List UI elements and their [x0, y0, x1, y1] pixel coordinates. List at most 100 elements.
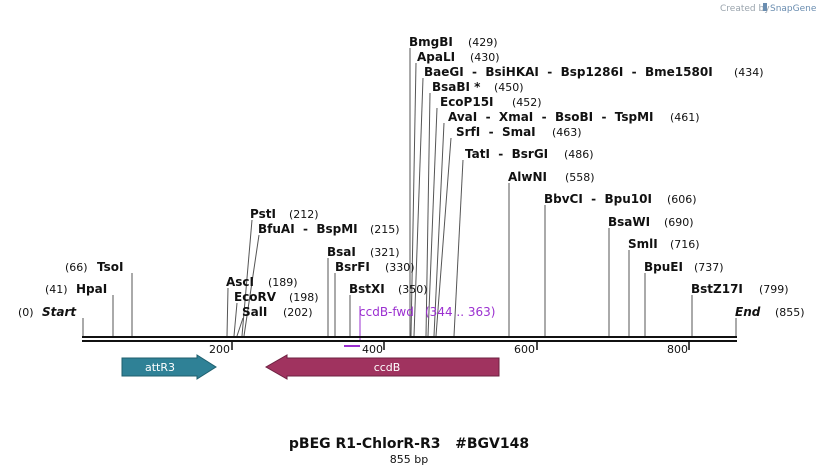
- site-name: BfuAI - BspMI: [258, 222, 358, 236]
- site-position: (202): [283, 306, 313, 319]
- restriction-site[interactable]: BbvCI - Bpu10I (606): [544, 192, 697, 206]
- site-name: AscI: [226, 275, 254, 289]
- site-name: BsaI: [327, 245, 356, 259]
- site-name: TatI - BsrGI: [465, 147, 548, 161]
- restriction-site[interactable]: BstZ17I (799): [691, 282, 789, 296]
- site-position: (737): [694, 261, 724, 274]
- site-name: EcoP15I: [440, 95, 494, 109]
- site-position: (461): [670, 111, 700, 124]
- site-name: TsoI: [97, 260, 123, 274]
- restriction-site[interactable]: PstI (212): [250, 207, 319, 221]
- site-name: EcoRV: [234, 290, 277, 304]
- site-name: BpuEI: [644, 260, 683, 274]
- snapgene-logo-icon: [763, 3, 767, 11]
- site-position: (463): [552, 126, 582, 139]
- site-name: BsaBI *: [432, 80, 481, 94]
- site-position: (799): [759, 283, 789, 296]
- site-position: (486): [564, 148, 594, 161]
- restriction-site[interactable]: (66) TsoI: [65, 260, 123, 274]
- site-position: (189): [268, 276, 298, 289]
- primer-ccdb-fwd[interactable]: ccdB-fwd (344 .. 363): [344, 305, 495, 347]
- site-position: (558): [565, 171, 595, 184]
- site-name: SmlI: [628, 237, 658, 251]
- site-position: (716): [670, 238, 700, 251]
- restriction-site[interactable]: BsrFI (330): [335, 260, 415, 274]
- site-name: BstXI: [349, 282, 385, 296]
- feature-ccdb[interactable]: ccdB: [264, 354, 500, 380]
- feature-arrow-forward: [121, 354, 217, 380]
- ruler-tick-label: 400: [362, 343, 383, 356]
- site-leaders: [82, 48, 737, 337]
- restriction-site[interactable]: SrfI - SmaI (463): [456, 125, 582, 139]
- site-name: HpaI: [76, 282, 107, 296]
- site-name: BstZ17I: [691, 282, 743, 296]
- restriction-site[interactable]: SmlI (716): [628, 237, 700, 251]
- site-name: BbvCI - Bpu10I: [544, 192, 652, 206]
- start-label: Start: [42, 305, 77, 319]
- site-name: ApaLI: [417, 50, 455, 64]
- sequence-backbone: [82, 336, 737, 342]
- restriction-site[interactable]: AvaI - XmaI - BsoBI - TspMI (461): [448, 110, 700, 124]
- site-position: (434): [734, 66, 764, 79]
- restriction-site[interactable]: BsaWI (690): [608, 215, 694, 229]
- restriction-site[interactable]: AscI (189): [226, 275, 298, 289]
- site-position: (690): [664, 216, 694, 229]
- primer-range: (344 .. 363): [425, 305, 495, 319]
- site-name: AvaI - XmaI - BsoBI - TspMI: [448, 110, 654, 124]
- restriction-site[interactable]: TatI - BsrGI (486): [465, 147, 594, 161]
- site-position: (429): [468, 36, 498, 49]
- feature-arrow-reverse: [264, 354, 500, 380]
- feature-attr3[interactable]: attR3: [121, 354, 217, 380]
- site-position: (215): [370, 223, 400, 236]
- site-name: BmgBI: [409, 35, 453, 49]
- restriction-site[interactable]: ApaLI (430): [417, 50, 500, 64]
- site-position: (350): [398, 283, 428, 296]
- site-position: (606): [667, 193, 697, 206]
- site-position: (321): [370, 246, 400, 259]
- ruler-tick-label: 600: [514, 343, 535, 356]
- restriction-site[interactable]: (41) HpaI: [45, 282, 107, 296]
- site-name: SrfI - SmaI: [456, 125, 536, 139]
- restriction-site[interactable]: BmgBI (429): [409, 35, 498, 49]
- site-position: (452): [512, 96, 542, 109]
- site-position: (330): [385, 261, 415, 274]
- site-position: (430): [470, 51, 500, 64]
- restriction-site[interactable]: AlwNI (558): [508, 170, 595, 184]
- site-name: SalI: [242, 305, 267, 319]
- primer-label: ccdB-fwd: [359, 305, 414, 319]
- snapgene-brand: SnapGene: [770, 4, 817, 14]
- sequence-end: End (855): [735, 305, 805, 319]
- end-position: (855): [775, 306, 805, 319]
- feature-label: attR3: [145, 361, 175, 374]
- ruler-tick-label: 200: [209, 343, 230, 356]
- restriction-site[interactable]: BpuEI (737): [644, 260, 724, 274]
- credit-text: Created by: [720, 4, 770, 14]
- site-name: BaeGI - BsiHKAI - Bsp1286I - Bme1580I: [424, 65, 713, 79]
- site-name: BsrFI: [335, 260, 370, 274]
- sequence-start: (0) Start: [18, 305, 77, 319]
- start-position: (0): [18, 306, 34, 319]
- site-position: (66): [65, 261, 88, 274]
- map-title: pBEG R1-ChlorR-R3 #BGV148: [289, 436, 529, 452]
- restriction-site[interactable]: SalI (202): [242, 305, 313, 319]
- site-position: (198): [289, 291, 319, 304]
- site-position: (450): [494, 81, 524, 94]
- map-size: 855 bp: [390, 453, 428, 466]
- site-name: BsaWI: [608, 215, 650, 229]
- restriction-site[interactable]: EcoP15I (452): [440, 95, 542, 109]
- feature-label: ccdB: [374, 361, 401, 374]
- site-position: (41): [45, 283, 68, 296]
- restriction-site[interactable]: BaeGI - BsiHKAI - Bsp1286I - Bme1580I (4…: [424, 65, 764, 79]
- end-label: End: [735, 305, 761, 319]
- ruler: 200 400 600 800: [209, 342, 690, 356]
- site-position: (212): [289, 208, 319, 221]
- restriction-site[interactable]: BsaI (321): [327, 245, 400, 259]
- site-name: AlwNI: [508, 170, 547, 184]
- site-name: PstI: [250, 207, 276, 221]
- restriction-site[interactable]: BstXI (350): [349, 282, 428, 296]
- ruler-tick-label: 800: [667, 343, 688, 356]
- restriction-site[interactable]: EcoRV (198): [234, 290, 319, 304]
- restriction-site[interactable]: BfuAI - BspMI (215): [258, 222, 400, 236]
- restriction-site[interactable]: BsaBI * (450): [432, 80, 524, 94]
